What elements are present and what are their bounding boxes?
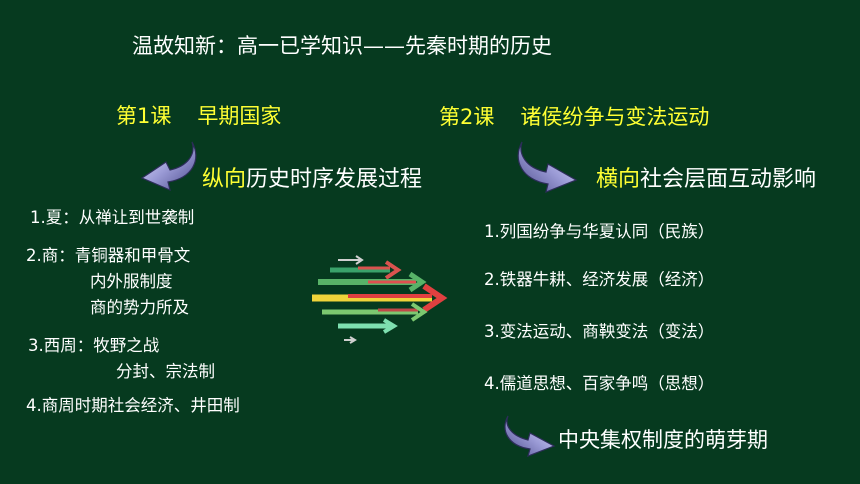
left-heading-rest: 历史时序发展过程 [246, 167, 423, 192]
multi-arrow-icon [312, 255, 448, 344]
list-item: 2.商：青铜器和甲骨文 [26, 246, 191, 265]
lesson-2-number: 第2课 [439, 105, 495, 129]
conclusion-text: 中央集权制度的萌芽期 [558, 428, 768, 452]
lesson-1-name: 早期国家 [197, 104, 282, 128]
right-heading-rest: 社会层面互动影响 [640, 167, 817, 192]
list-item: 4.儒道思想、百家争鸣（思想） [484, 374, 715, 393]
lesson-1-number: 第1课 [116, 104, 172, 128]
curved-arrow-icon [140, 141, 197, 192]
list-item-sub: 内外服制度 [90, 272, 173, 291]
list-item: 3.西周：牧野之战 [28, 336, 160, 355]
list-item: 3.变法运动、商鞅变法（变法） [484, 322, 715, 341]
lesson-1-heading: 第1课 早期国家 [116, 100, 281, 130]
page-title: 温故知新：高一已学知识——先秦时期的历史 [132, 34, 552, 58]
left-heading-highlight: 纵向 [202, 167, 247, 192]
list-item: 1.夏：从禅让到世袭制 [30, 208, 195, 227]
list-item-sub: 分封、宗法制 [116, 362, 215, 381]
list-item-sub: 商的势力所及 [90, 298, 189, 317]
lesson-2-heading: 第2课 诸侯纷争与变法运动 [439, 101, 709, 131]
list-item: 4.商周时期社会经济、井田制 [26, 396, 240, 415]
list-item: 2.铁器牛耕、经济发展（经济） [484, 270, 715, 289]
right-heading-highlight: 横向 [596, 167, 641, 192]
curved-arrow-icon [504, 415, 556, 457]
right-heading: 横向社会层面互动影响 [596, 161, 816, 193]
list-item: 1.列国纷争与华夏认同（民族） [484, 222, 715, 241]
lesson-2-name: 诸侯纷争与变法运动 [520, 105, 710, 129]
left-heading: 纵向历史时序发展过程 [202, 161, 422, 193]
curved-arrow-icon [517, 141, 578, 193]
